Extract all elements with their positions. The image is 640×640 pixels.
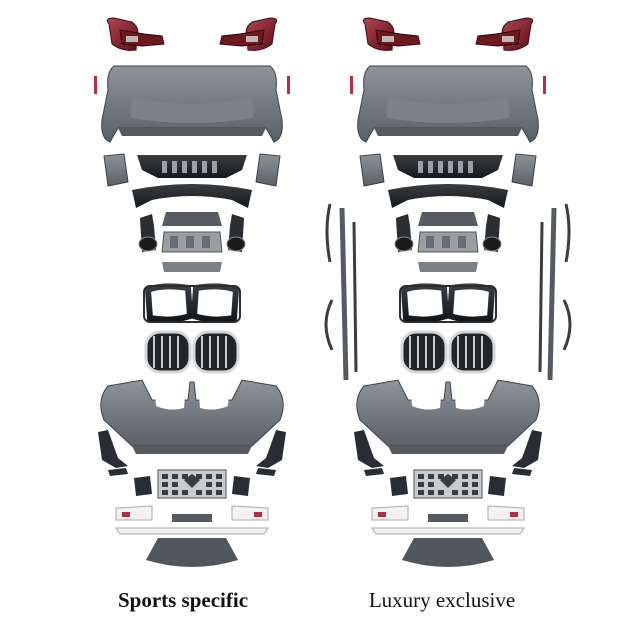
- kit-luxury: [326, 18, 570, 567]
- caption-luxury: Luxury exclusive: [368, 588, 516, 612]
- caption-sports: Sports specific: [117, 588, 249, 612]
- kit-sports: [94, 18, 290, 567]
